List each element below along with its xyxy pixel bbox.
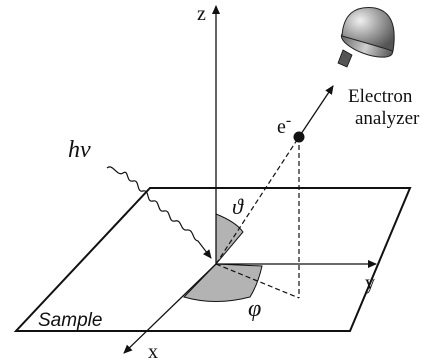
phi-angle-label: φ	[248, 296, 261, 322]
electron-emission-line	[215, 136, 300, 265]
z-axis-label: z	[197, 3, 206, 25]
electron-analyzer	[337, 7, 395, 68]
theta-angle-label: ϑ	[232, 194, 244, 219]
electron-label: e-	[277, 112, 291, 138]
analyzer-label-line1: Electron	[348, 86, 413, 107]
photon-energy-label: hν	[68, 137, 91, 163]
phi-angle-sector	[183, 263, 263, 302]
electron-dot	[293, 131, 305, 143]
photon-wave	[106, 166, 212, 259]
x-axis-label: x	[148, 341, 158, 363]
theta-angle-sector	[215, 213, 244, 266]
sample-label: Sample	[38, 310, 102, 331]
x-axis	[123, 263, 217, 354]
in-plane-projection-line	[215, 263, 300, 299]
analyzer-label-line2: analyzer	[355, 108, 420, 129]
electron-trajectory-arrow	[298, 85, 334, 138]
y-axis-label: y	[365, 272, 375, 294]
sample-plane	[13, 187, 412, 332]
